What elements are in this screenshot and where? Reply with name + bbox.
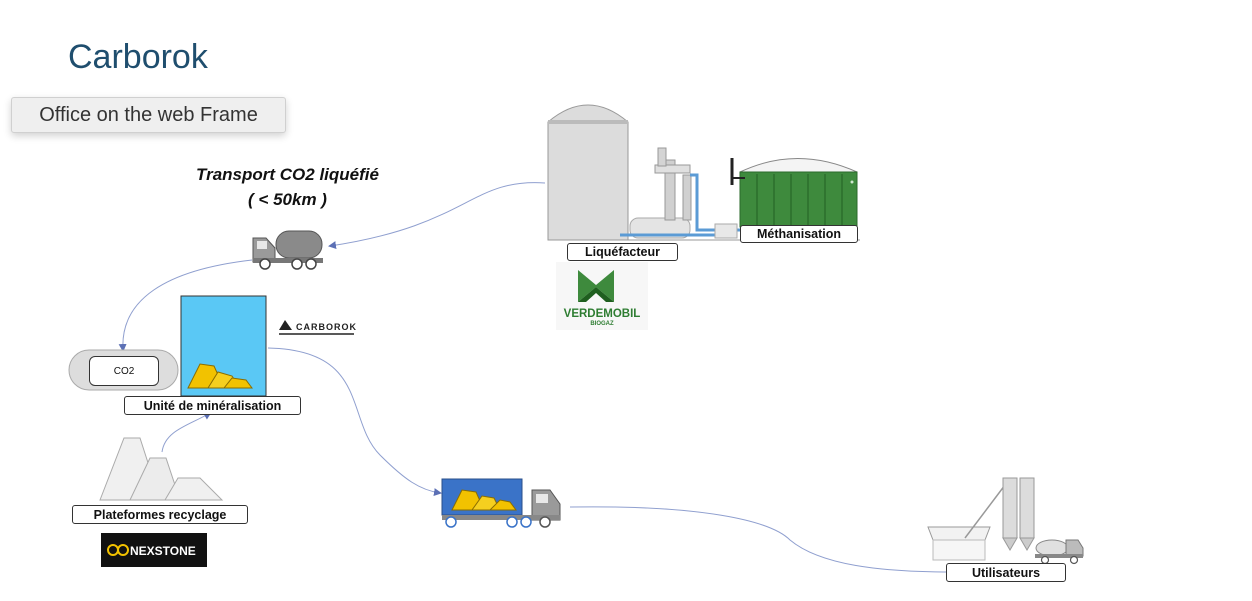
mineralisation-unit-icon (180, 295, 267, 397)
recycling-piles-icon (99, 437, 224, 501)
liquefacteur-tank-icon (547, 104, 860, 241)
label-methanisation: Méthanisation (740, 225, 858, 243)
flow-arrow-recyclage-to-mineralisation (161, 411, 212, 453)
transport-caption-line1: Transport CO2 liquéfié (196, 165, 379, 184)
label-co2: CO2 (89, 356, 159, 386)
label-utilisateurs: Utilisateurs (946, 563, 1066, 582)
label-mineralisation: Unité de minéralisation (124, 396, 301, 415)
nexstone-logo-text: NEXSTONE (130, 544, 196, 558)
flow-arrow-mineralisation-to-truck (267, 347, 442, 497)
methanisation-digester-icon (730, 158, 858, 228)
carborok-logo-text: CARBOROK (296, 322, 357, 332)
label-plateformes-recyclage: Plateformes recyclage (72, 505, 248, 524)
carborok-logo: CARBOROK (279, 320, 357, 335)
co2-tanker-truck-icon (252, 230, 323, 270)
concrete-plant-icon (927, 477, 1084, 565)
page-title: Carborok (68, 38, 208, 76)
nexstone-logo: NEXSTONE (101, 533, 207, 567)
verdemobil-logo-text: VERDEMOBIL (564, 308, 641, 320)
label-liquefacteur: Liquéfacteur (567, 243, 678, 261)
flow-arrow-liquefacteur-to-truck (328, 182, 546, 250)
transport-caption: Transport CO2 liquéfié ( < 50km ) (190, 162, 385, 212)
office-web-frame-tab[interactable]: Office on the web Frame (11, 97, 286, 133)
flow-arrow-truck-to-co2 (118, 259, 253, 352)
flow-arrow-truck-to-utilisateurs (569, 506, 954, 576)
verdemobil-logo: VERDEMOBIL BIOGAZ (556, 262, 648, 330)
delivery-truck-icon (441, 478, 561, 528)
transport-caption-line2: ( < 50km ) (248, 190, 327, 209)
verdemobil-logo-subtext: BIOGAZ (590, 321, 614, 327)
